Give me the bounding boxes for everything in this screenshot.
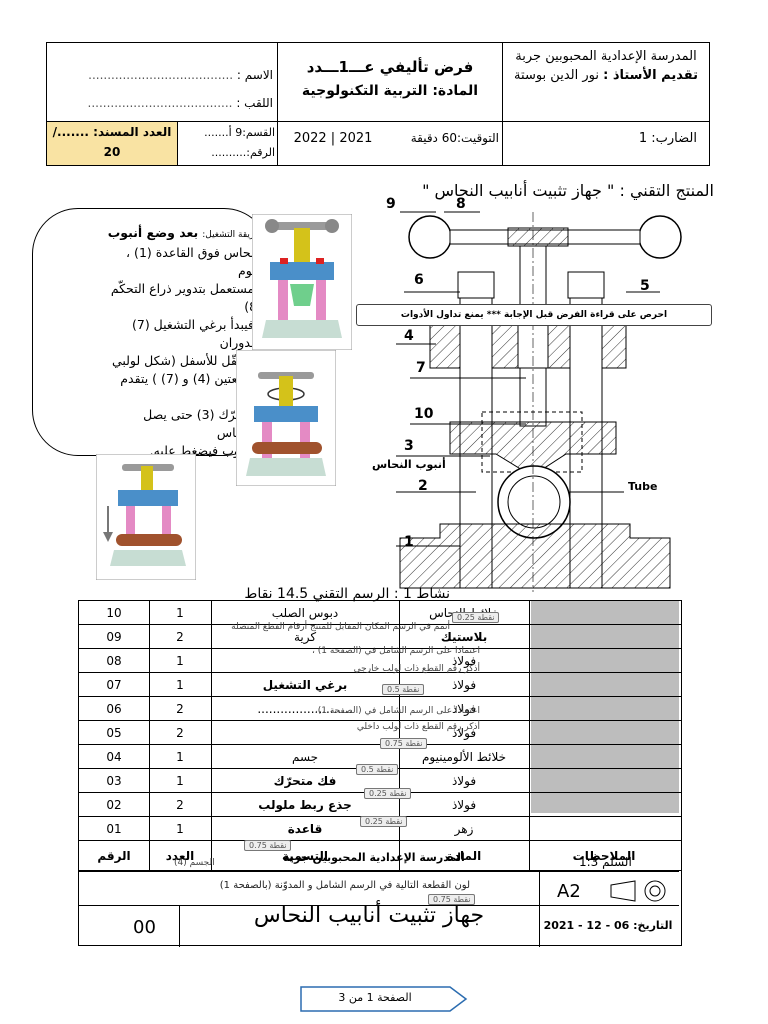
instructions-banner: احرص على قراءة الفرض قبل الإجابة *** يمن…: [356, 304, 712, 326]
overlay-question: اعتمادا على الرسم الشامل في (الصفحة 1) ،: [311, 646, 480, 656]
exam-title: فرض تأليفي عـــ1ـــدد: [306, 58, 474, 76]
overlay-body-label: الجسم (4): [174, 858, 215, 868]
score-note: 0.75 نقطة: [428, 894, 476, 905]
page-indicator-arrow-icon: [300, 986, 468, 1012]
tube-label: Tube: [628, 480, 658, 493]
score-note: 0.75 نقطة: [244, 840, 292, 851]
table-header: الرقم العدد التسمية المادة الملاحظات: [79, 841, 681, 871]
part-label-1: 1: [404, 534, 414, 550]
projection-symbol-icon: [610, 880, 666, 902]
score-label: العدد المسند: ......./: [52, 125, 172, 139]
score-note: 0.75 نقطة: [380, 738, 428, 749]
score-note: 0.25 نقطة: [360, 816, 408, 827]
overlay-question: أذكر رقم القطع ذات لولب داخلي: [356, 722, 480, 732]
school-year: 2022 | 2021: [293, 131, 373, 146]
score-total: 20: [103, 145, 121, 159]
duration: التوقيت:60 دقيقة: [410, 131, 499, 145]
table-row: 06 2 ......................... فولاذ: [79, 697, 681, 721]
vise-illustration-1: [252, 214, 352, 350]
vise-illustration-3: [96, 454, 196, 580]
part-label-6: 6: [414, 272, 424, 288]
table-row: 01 1 قاعدة زهر: [79, 817, 681, 841]
parts-table: 10 1 دبوس الصلب خلائط النحاس 09 2 كرية ب…: [78, 600, 682, 947]
part-label-3: 3: [404, 438, 414, 454]
operation-heading: طريقة التشغيل:: [202, 230, 262, 240]
activity-title: نشاط 1 : الرسم التقني 14.5 نقاط: [244, 586, 450, 602]
table-row: 08 1 فولاذ: [79, 649, 681, 673]
scale: السلم 1:3: [579, 855, 632, 869]
overlay-question: اعتمادا على الرسم الشامل في (الصفحة 1)،: [314, 706, 480, 716]
school-name: المدرسة الإعدادية المحبوبين جربة: [515, 49, 697, 64]
overlay-question: أتمم في الرسم المكان المقابل للمنتج أرقا…: [231, 622, 450, 632]
surname-field[interactable]: ......................................: [87, 96, 233, 110]
operation-line: و التنقّل للأسفل (شكل لولبي: [111, 353, 262, 368]
vise-illustration-2: [236, 350, 336, 486]
class-label[interactable]: القسم:9 أ.......: [204, 126, 275, 139]
name-field[interactable]: ......................................: [88, 68, 234, 82]
teacher-name: نور الدين بوستة: [514, 68, 599, 83]
part-label-10: 10: [414, 406, 434, 422]
page-indicator: الصفحة 1 من 3: [338, 991, 412, 1004]
subject: المادة: التربية التكنولوجية: [301, 83, 479, 99]
part-label-5: 5: [640, 278, 650, 294]
part-label-9: 9: [386, 196, 396, 212]
score-note: 0.25 نقطة: [452, 612, 500, 623]
operation-line: المستعمل بتدوير ذراع التحكّم (8): [110, 281, 262, 314]
doc-title: جهاز تثبيت أنابيب النحاس: [253, 903, 485, 928]
teacher-label: تقديم الأستاذ :: [603, 68, 698, 83]
number-label[interactable]: الرقم:..........: [211, 146, 275, 159]
part-label-7: 7: [416, 360, 426, 376]
technical-drawing: [396, 211, 682, 592]
part-label-2: 2: [418, 478, 428, 494]
score-note: 0.5 نقطة: [356, 764, 399, 775]
operation-line: النحاس فوق القاعدة (1) ، يقوم: [126, 245, 262, 278]
operation-line: بالدوران: [219, 335, 262, 350]
score-note: 0.5 نقطة: [382, 684, 425, 695]
school-footer: المدرسة الإعدادية المحبوبين جربة: [283, 851, 465, 864]
doc-number: 00: [133, 917, 156, 938]
table-row: 09 2 كرية بلاستيك: [79, 625, 681, 649]
date: التاريخ: 06 - 12 - 2021: [543, 919, 673, 932]
notes-column: [531, 601, 679, 813]
table-row: 07 1 برغي التشغيل فولاذ: [79, 673, 681, 697]
part-label-4: 4: [404, 328, 414, 344]
overlay-question: لون القطعة التالية في الرسم الشامل و الم…: [219, 880, 470, 891]
exam-header: المدرسة الإعدادية المحبوبين جربة تقديم ا…: [46, 42, 710, 166]
format: A2: [557, 881, 581, 902]
overlay-question: أذكر رقم القطع ذات لولب خارجي: [353, 664, 480, 674]
operation-lead: بعد وضع أنبوب: [107, 225, 199, 240]
product-title: المنتج التقني : " جهاز تثبيت أنابيب النح…: [422, 181, 714, 200]
operation-line: ، فيبدأ برغي التشغيل (7): [131, 317, 262, 332]
pipe-label: أنبوب النحاس: [372, 458, 446, 471]
part-label-8: 8: [456, 196, 466, 212]
coefficient: الضارب: 1: [638, 131, 697, 146]
name-label: الاسم :: [236, 68, 273, 82]
surname-label: اللقب :: [236, 96, 273, 110]
score-note: 0.25 نقطة: [364, 788, 412, 799]
